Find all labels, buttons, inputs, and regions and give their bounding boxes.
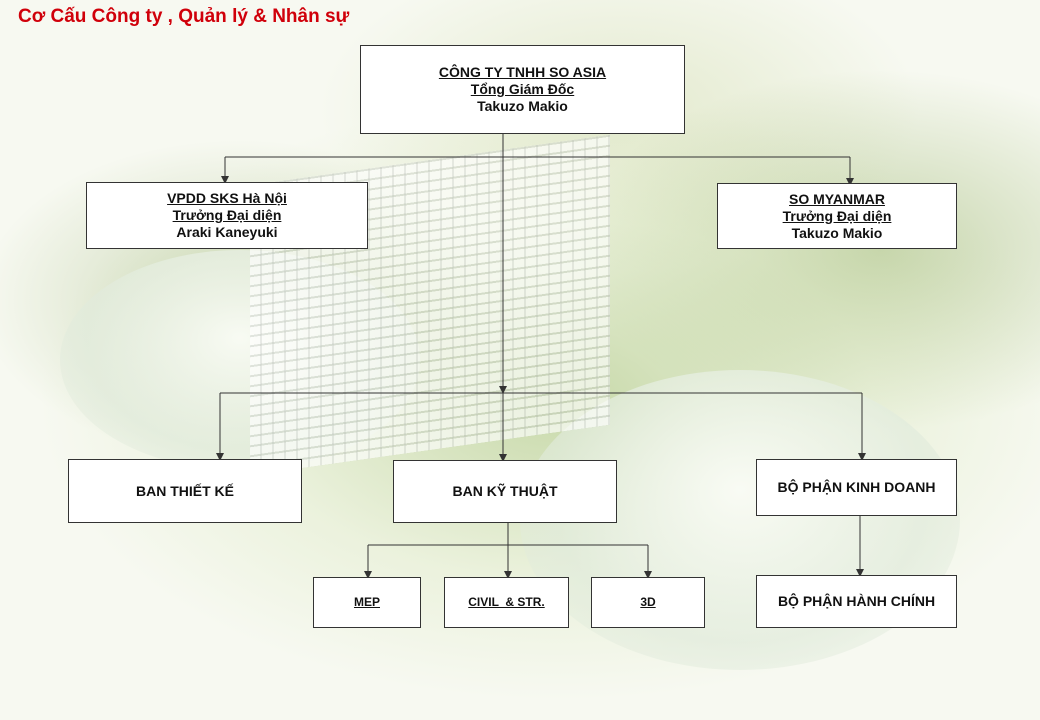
- myanmar-role: Trưởng Đại diện: [782, 207, 892, 224]
- myanmar-person: Takuzo Makio: [791, 224, 883, 241]
- ceo-name: Takuzo Makio: [477, 98, 568, 114]
- civil-team-label: CIVIL & STR.: [468, 595, 545, 609]
- node-hanoi-office: VPDD SKS Hà Nội Trưởng Đại diện Araki Ka…: [86, 182, 368, 249]
- myanmar-office-name: SO MYANMAR: [789, 190, 885, 207]
- hanoi-role: Trưởng Đại diện: [172, 207, 282, 223]
- node-myanmar-office: SO MYANMAR Trưởng Đại diện Takuzo Makio: [717, 183, 957, 249]
- mep-team-label: MEP: [353, 595, 380, 609]
- admin-department-label: BỘ PHẬN HÀNH CHÍNH: [777, 593, 936, 609]
- node-mep-team: MEP: [313, 577, 421, 628]
- node-admin-department: BỘ PHẬN HÀNH CHÍNH: [756, 575, 957, 628]
- company-name: CÔNG TY TNHH SO ASIA: [438, 64, 607, 80]
- hanoi-office-name: VPDD SKS Hà Nội: [167, 190, 287, 206]
- technical-department-label: BAN KỸ THUẬT: [452, 483, 558, 499]
- design-department-label: BAN THIẾT KẾ: [136, 482, 234, 499]
- sales-department-label: BỘ PHẬN KINH DOANH: [777, 479, 936, 495]
- page-title: Cơ Cấu Công ty , Quản lý & Nhân sự: [18, 6, 350, 27]
- ceo-role: Tổng Giám Đốc: [470, 81, 575, 97]
- node-civil-team: CIVIL & STR.: [444, 577, 569, 628]
- node-ceo: CÔNG TY TNHH SO ASIA Tổng Giám Đốc Takuz…: [360, 45, 685, 134]
- hanoi-person: Araki Kaneyuki: [176, 224, 278, 240]
- threed-team-label: 3D: [640, 595, 656, 609]
- node-3d-team: 3D: [591, 577, 705, 628]
- node-technical-department: BAN KỸ THUẬT: [393, 460, 617, 523]
- node-sales-department: BỘ PHẬN KINH DOANH: [756, 459, 957, 516]
- node-design-department: BAN THIẾT KẾ: [68, 459, 302, 523]
